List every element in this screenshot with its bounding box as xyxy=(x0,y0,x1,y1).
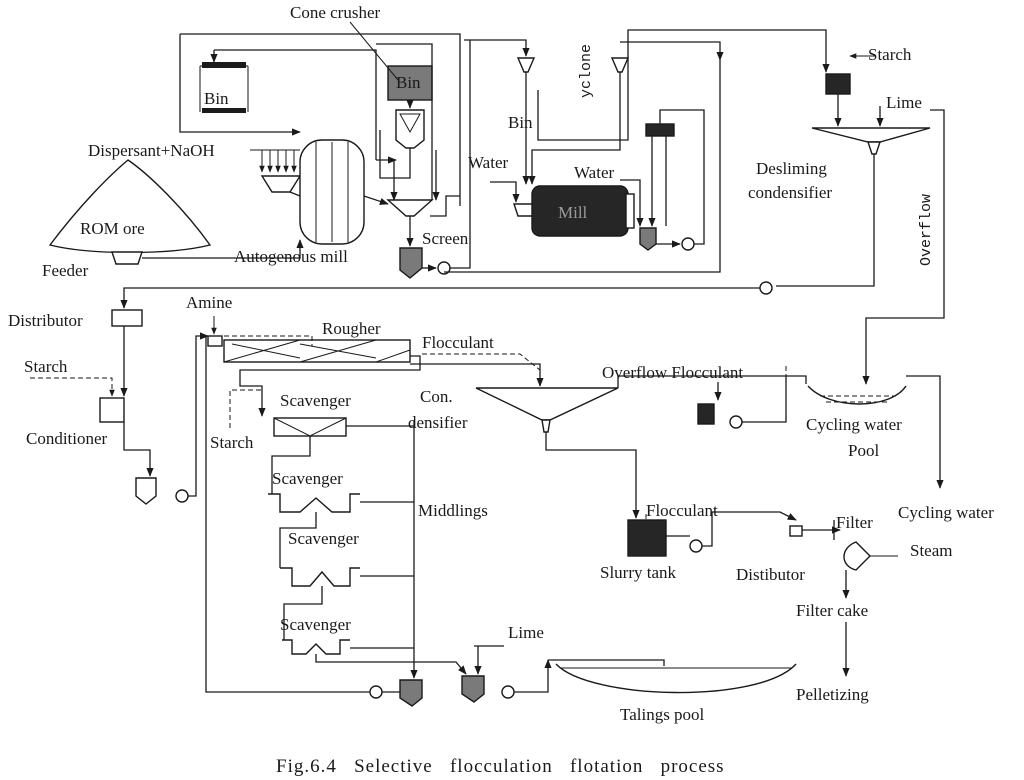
figure-caption: Fig.6.4 Selective flocculation flotation… xyxy=(276,756,725,777)
label-rougher: Rougher xyxy=(322,319,381,338)
overflow-pump xyxy=(729,415,743,429)
label-bin-grey: Bin xyxy=(396,73,421,92)
tailings-pool xyxy=(555,663,797,694)
label-flocculant-1: Flocculant xyxy=(422,333,494,352)
label-scavenger-3: Scavenger xyxy=(288,529,359,548)
label-bin-mid: Bin xyxy=(508,113,533,132)
label-scavenger-1: Scavenger xyxy=(280,391,351,410)
scavenger-4-cells xyxy=(282,639,350,655)
label-starch-top: Starch xyxy=(868,45,912,64)
cyclone-pack xyxy=(645,123,675,137)
label-cone-crusher: Cone crusher xyxy=(290,3,381,22)
ball-mill-head xyxy=(625,193,635,229)
scavenger-3-cells xyxy=(280,567,360,587)
label-slurry-tank: Slurry tank xyxy=(600,563,677,582)
scavenger-1-cells xyxy=(273,417,347,437)
label-overflow-flocculant: Overflow Flocculant xyxy=(602,363,743,382)
bottom-pump-2 xyxy=(501,685,515,699)
reagent-feeder xyxy=(260,175,302,193)
label-lime-bottom: Lime xyxy=(508,623,544,642)
cyclone-right xyxy=(610,57,630,73)
label-scavenger-2: Scavenger xyxy=(272,469,343,488)
cyclone-left xyxy=(516,57,536,73)
label-middlings: Middlings xyxy=(418,501,488,520)
label-water-right: Water xyxy=(574,163,614,182)
label-steam: Steam xyxy=(910,541,953,560)
cycling-water-pool xyxy=(807,385,907,405)
starch-tank-top xyxy=(825,73,851,95)
label-cycling-water-pool-2: Pool xyxy=(848,441,879,460)
label-bin-left: Bin xyxy=(204,89,229,108)
label-pelletizing: Pelletizing xyxy=(796,685,869,704)
label-cyclone: yclone xyxy=(578,44,595,98)
rougher-feed-box xyxy=(207,335,223,347)
slurry-pump xyxy=(689,539,703,553)
label-distibutor: Distibutor xyxy=(736,565,805,584)
bottom-sump-2 xyxy=(461,675,485,703)
distributor-box xyxy=(111,309,143,327)
scavenger-2-cells xyxy=(268,493,360,513)
distibutor-box xyxy=(789,525,803,537)
label-amine: Amine xyxy=(186,293,232,312)
label-con: Con. xyxy=(420,387,453,406)
conditioner-tank xyxy=(99,397,125,423)
label-densifier: densifier xyxy=(408,413,468,432)
feeder-box xyxy=(111,251,143,265)
label-cycling-water: Cycling water xyxy=(898,503,994,522)
con-densifier xyxy=(475,387,619,421)
pump-2 xyxy=(681,237,695,251)
rom-ore-pile xyxy=(48,159,212,254)
label-flocculant-2: Flocculant xyxy=(646,501,718,520)
label-filter: Filter xyxy=(836,513,873,532)
label-lime-top: Lime xyxy=(886,93,922,112)
label-talings-pool: Talings pool xyxy=(620,705,705,724)
label-overflow-vertical: Overflow xyxy=(918,194,935,266)
label-rom-ore: ROM ore xyxy=(80,219,145,238)
conditioner-pump xyxy=(175,489,189,503)
label-autogenous-mill: Autogenous mill xyxy=(234,247,348,266)
label-scavenger-4: Scavenger xyxy=(280,615,351,634)
filter-unit xyxy=(843,541,871,571)
rougher-cells xyxy=(223,339,411,363)
desliming-condensifier xyxy=(811,127,931,143)
desliming-pump xyxy=(759,281,773,295)
conditioner-sump xyxy=(135,477,157,505)
label-cycling-water-pool-1: Cycling water xyxy=(806,415,902,434)
sump-2 xyxy=(639,227,657,251)
mill-sump xyxy=(399,247,423,279)
overflow-flocculant-tank xyxy=(697,403,715,425)
label-conditioner: Conditioner xyxy=(26,429,108,448)
ball-mill-feed-chute xyxy=(513,203,533,217)
bottom-pump-1 xyxy=(369,685,383,699)
label-distributor: Distributor xyxy=(8,311,83,330)
vibrating-screen xyxy=(386,199,434,217)
label-mill: Mill xyxy=(558,203,588,222)
left-bin-top-bar xyxy=(202,62,246,68)
left-bin-bottom-bar xyxy=(202,108,246,113)
bottom-sump-1 xyxy=(399,679,423,707)
label-starch-mid: Starch xyxy=(210,433,254,452)
label-starch-left: Starch xyxy=(24,357,68,376)
label-condensifier: condensifier xyxy=(748,183,832,202)
label-feeder: Feeder xyxy=(42,261,89,280)
label-dispersant: Dispersant+NaOH xyxy=(88,141,215,160)
cone-crusher xyxy=(395,109,425,149)
slurry-tank xyxy=(627,519,667,557)
label-desliming: Desliming xyxy=(756,159,827,178)
label-screen: Screen xyxy=(422,229,469,248)
label-water-left: Water xyxy=(468,153,508,172)
label-filter-cake: Filter cake xyxy=(796,601,868,620)
